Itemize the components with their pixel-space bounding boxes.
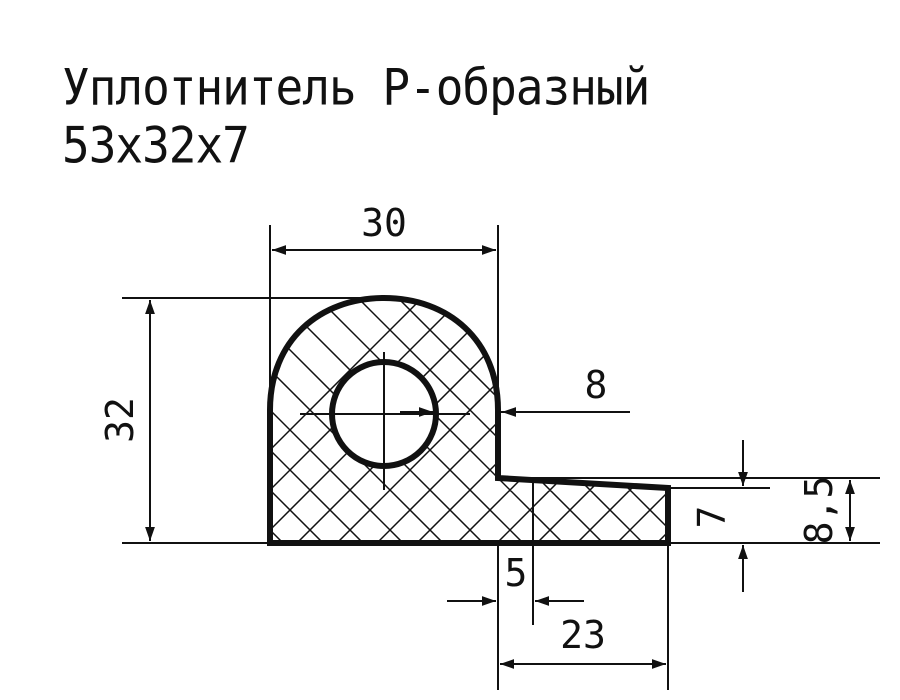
dimension-flange-height-end-label: 8,5 <box>797 476 841 545</box>
dimension-flange-thickness: 7 <box>668 440 880 592</box>
drawing-subtitle-size: 53x32x7 <box>62 116 250 175</box>
dimension-width-top-label: 30 <box>361 201 407 245</box>
dimension-flange-length: 23 <box>500 543 669 690</box>
dimension-gap-label: 5 <box>505 551 528 595</box>
dimension-hole-diameter: 8 <box>400 363 630 417</box>
dimension-width-top: 30 <box>269 201 499 392</box>
dimension-height-total: 32 <box>98 297 380 544</box>
dimension-height-total-label: 32 <box>98 397 142 443</box>
dimension-flange-height-end: 8,5 <box>498 476 880 545</box>
drawing-title: Уплотнитель Р-образный <box>62 58 650 117</box>
dimension-hole-diameter-label: 8 <box>585 363 608 407</box>
dimension-gap: 5 <box>447 480 584 690</box>
dimension-flange-length-label: 23 <box>560 613 606 657</box>
profile-outline <box>267 294 671 546</box>
dimension-flange-thickness-label: 7 <box>690 506 734 529</box>
